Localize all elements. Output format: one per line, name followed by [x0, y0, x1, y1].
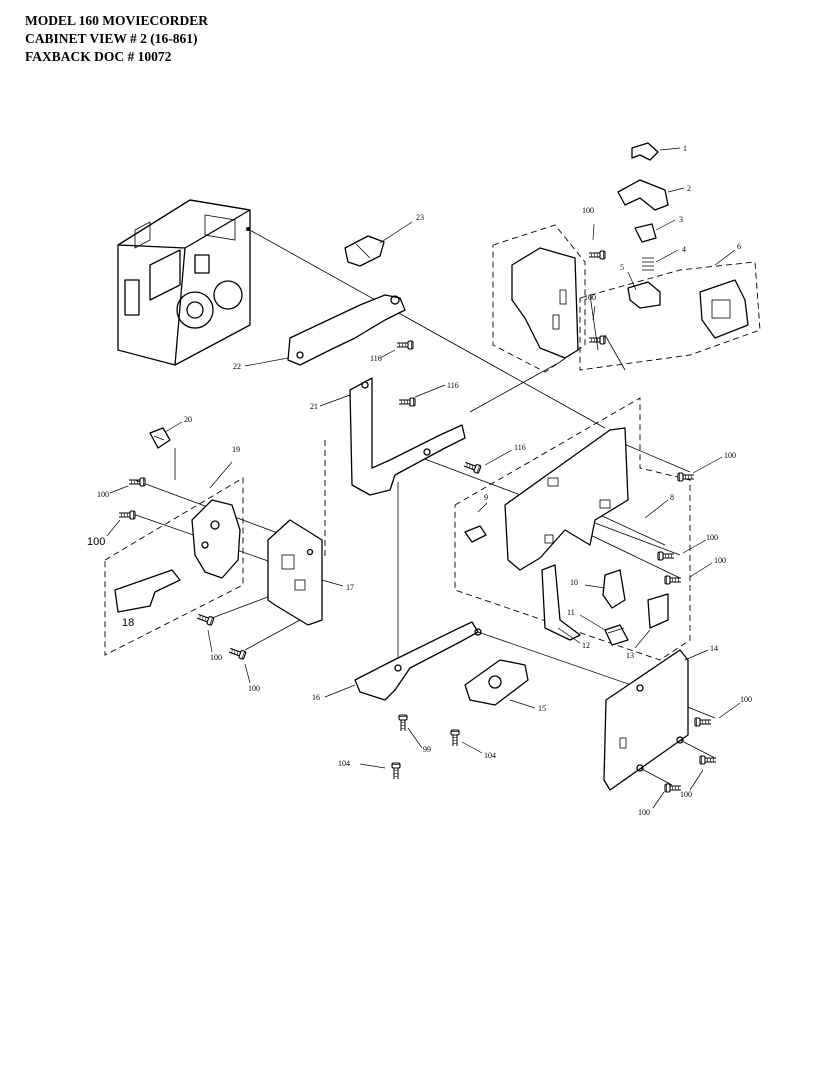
callout-4: 4	[682, 245, 686, 254]
part-13	[647, 593, 669, 629]
part-19-plate	[191, 499, 241, 579]
callout-100-h: 100	[706, 533, 718, 542]
callout-23: 23	[416, 213, 424, 222]
callout-100-c: 100	[724, 451, 736, 460]
bracket-plate-top	[511, 247, 579, 359]
callout-14: 14	[710, 644, 718, 653]
callout-100-f: 100	[210, 653, 222, 662]
callout-104-left: 104	[338, 759, 350, 768]
callout-17: 17	[346, 583, 354, 592]
part-1	[631, 142, 659, 161]
header-model: MODEL 160 MOVIECORDER	[25, 13, 209, 28]
callout-6: 6	[737, 242, 741, 251]
callout-100-e: 100	[87, 536, 105, 548]
part-23	[344, 235, 385, 267]
part-20	[149, 427, 171, 449]
callout-8: 8	[670, 493, 674, 502]
part-22-bracket	[287, 294, 406, 366]
part-6-bracket	[699, 279, 749, 339]
callout-2: 2	[687, 184, 691, 193]
part-5	[627, 281, 661, 309]
callout-9: 9	[484, 493, 488, 502]
part-11-connector	[604, 624, 629, 646]
callout-99: 99	[423, 745, 431, 754]
callout-100-k: 100	[680, 790, 692, 799]
mechanism-chassis	[117, 199, 251, 366]
callout-12: 12	[582, 641, 590, 650]
callout-100-g: 100	[248, 684, 260, 693]
part-2	[617, 179, 669, 211]
callout-100-j: 100	[740, 695, 752, 704]
callout-100-d: 100	[97, 490, 109, 499]
part-3	[634, 223, 657, 243]
callout-10: 10	[570, 578, 578, 587]
part-17-bracket	[267, 519, 323, 626]
part-15	[464, 659, 529, 706]
part-18	[114, 569, 181, 613]
callout-116-c: 116	[514, 443, 526, 452]
part-8-board	[504, 427, 629, 571]
part-4-spring	[642, 257, 654, 271]
callout-11: 11	[567, 608, 575, 617]
callout-100-i: 100	[714, 556, 726, 565]
document-header: MODEL 160 MOVIECORDER CABINET VIEW # 2 (…	[25, 12, 208, 66]
part-12-flex	[541, 564, 581, 641]
part-21-frame	[349, 377, 466, 496]
callout-13: 13	[626, 651, 634, 660]
callout-3: 3	[679, 215, 683, 224]
callout-104-right: 104	[484, 751, 496, 760]
callout-116-b: 116	[447, 381, 459, 390]
callout-100-b: 100	[584, 293, 596, 302]
header-view: CABINET VIEW # 2 (16-861)	[25, 31, 198, 46]
callout-21: 21	[310, 402, 318, 411]
callout-116-a: 116	[370, 354, 382, 363]
header-doc: FAXBACK DOC # 10072	[25, 49, 172, 64]
part-10	[602, 569, 626, 609]
part-9	[464, 525, 487, 543]
callout-100-l: 100	[638, 808, 650, 817]
part-14-panel	[603, 649, 689, 791]
part-16-bracket	[354, 621, 482, 701]
callouts: 1 2 3 4 5 6 8 9 10 11 12 13 14 15 16 17 …	[87, 144, 752, 817]
callout-18: 18	[122, 617, 134, 629]
callout-1: 1	[683, 144, 687, 153]
callout-16: 16	[312, 693, 320, 702]
callout-22: 22	[233, 362, 241, 371]
callout-5: 5	[620, 263, 624, 272]
callout-20: 20	[184, 415, 192, 424]
callout-19: 19	[232, 445, 240, 454]
callout-15: 15	[538, 704, 546, 713]
callout-100-a: 100	[582, 206, 594, 215]
